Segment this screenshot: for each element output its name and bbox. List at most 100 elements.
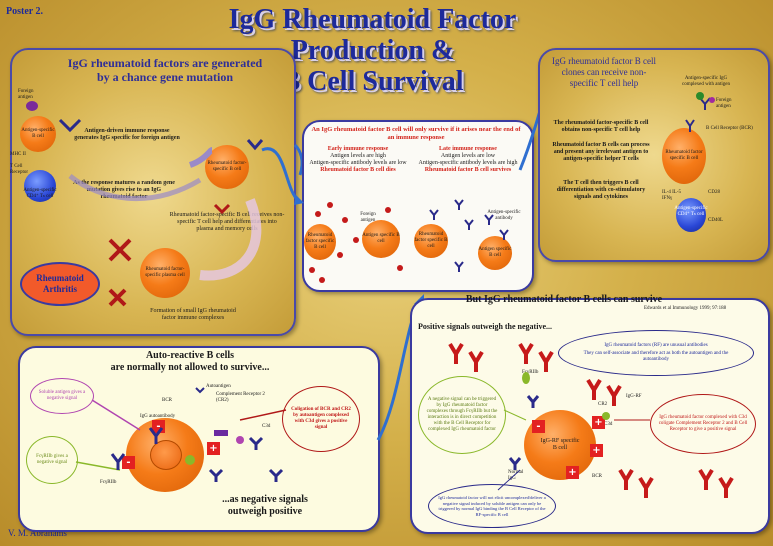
- igg-autoantibody-label: IgG autoantibody: [140, 414, 176, 419]
- early-response-result: Rheumatoid factor B cell dies: [320, 167, 396, 173]
- rf-survival-heading: But IgG rheumatoid factor B cells can su…: [465, 294, 663, 305]
- immune-response-text: Antigen-driven immune response generates…: [74, 128, 180, 141]
- antigen-specific-b-cell: Antigen-specific B cell: [20, 116, 56, 152]
- br-igg-rf-label: IgG-RF: [626, 394, 642, 399]
- br-bcr-label: BCR: [592, 474, 603, 479]
- author: V. M. Abrahams: [8, 528, 67, 538]
- title-line-1: IgG Rheumatoid Factor: [228, 4, 517, 35]
- right-rf-b-cell-label: Rheumatoid factor specific B cell: [665, 150, 703, 161]
- cd40l-label: CD40L: [708, 218, 723, 223]
- normal-igg-note-text: IgG rheumatoid factor will not elicit un…: [438, 495, 546, 517]
- autoreactive-b-cell-nucleus: [150, 440, 182, 470]
- rf-info-note-content: IgG rheumatoid factors (RF) are unusual …: [581, 343, 731, 363]
- rf-info-line-1: IgG rheumatoid factors (RF) are unusual …: [604, 343, 708, 348]
- citation: Edwards et al Immunology 1999; 97:188: [644, 306, 727, 311]
- cd4-t-cell-label: Antigen-specific CD4⁺ Tₕ cell: [23, 188, 57, 199]
- early-response-title: Early immune response: [327, 146, 389, 152]
- early-response-line-2: Antigen-specific antibody levels are low: [309, 160, 407, 166]
- middle-antigen-b-cell-2-label: Antigen specific B cell: [478, 247, 512, 258]
- right-panel-text-1: The rheumatoid factor-specific B cell ob…: [553, 120, 649, 133]
- title-line-2: Production &: [290, 35, 455, 66]
- foreign-antigen-label: Foreign antigen: [18, 89, 34, 100]
- rf-info-line-2: They can self-associate and therefore ac…: [583, 351, 729, 362]
- autoreactive-heading-line-2: are normally not allowed to survive...: [110, 362, 270, 373]
- rheumatoid-arthritis-badge: Rheumatoid Arthritis: [20, 262, 100, 306]
- right-panel-text-2: Rheumatoid factor B cells can process an…: [552, 142, 650, 162]
- poster-label: Poster 2.: [6, 6, 44, 17]
- t-cell-help-heading: IgG rheumatoid factor B cell clones can …: [552, 56, 656, 88]
- fcgr-label: FcγRIIb: [100, 480, 117, 485]
- antigen-specific-b-cell-label: Antigen-specific B cell: [21, 128, 55, 139]
- right-foreign-antigen-label: Foreign antigen: [716, 98, 732, 109]
- autoantigen-label: Autoantigen: [206, 384, 231, 389]
- middle-rf-b-cell-2-label: Rheumatoid factor specific B cell: [414, 232, 448, 249]
- early-response-block: Early immune response Antigen levels are…: [306, 146, 410, 174]
- cr2-label: Complement Receptor 2 (CR2): [216, 392, 265, 403]
- title-line-3: B Cell Survival: [281, 66, 464, 97]
- negative-outweigh-footer-1: ...as negative signals: [222, 494, 308, 505]
- br-fcgr-label: FcγRIIb: [522, 370, 539, 375]
- br-minus-icon: -: [532, 420, 545, 433]
- middle-antigen-b-cell-2: Antigen specific B cell: [478, 236, 512, 270]
- coligation-note: Coligation of BCR and CR2 by autoantigen…: [282, 386, 360, 452]
- rf-b-cell-label: Rheumatoid factor-specific B cell: [207, 161, 247, 172]
- middle-rf-b-cell-2: Rheumatoid factor specific B cell: [414, 224, 448, 258]
- foreign-antigen-icon: [26, 101, 38, 111]
- rheumatoid-arthritis-label: Rheumatoid Arthritis: [36, 273, 84, 294]
- autoreactive-heading-line-1: Auto-reactive B cells: [145, 350, 235, 361]
- plasma-cell: Rheumatoid factor-specific plasma cell: [140, 248, 190, 298]
- mhc-label: MHC II: [10, 152, 26, 157]
- soluble-antigen-note: Soluble antigen gives a negative signal: [30, 378, 94, 414]
- negative-signal-note: A negative signal can be triggered by Ig…: [418, 376, 506, 454]
- positive-outweigh-text: Positive signals outweigh the negative..…: [418, 322, 552, 331]
- cytokines-label: IL-4 IL-5 IFNγ: [662, 190, 682, 201]
- middle-antigen-b-cell-1: Antigen specific B cell: [362, 220, 400, 258]
- fcgr-negative-icon: -: [122, 456, 135, 469]
- tcr-label: T Cell Receptor: [10, 164, 29, 175]
- middle-rf-b-cell-1: Rheumatoid factor specific B cell: [304, 224, 336, 260]
- soluble-antigen-note-text: Soluble antigen gives a negative signal: [38, 390, 86, 401]
- t-cell-help-panel: [538, 48, 770, 262]
- negative-outweigh-footer-2: outweigh positive: [227, 506, 303, 517]
- immune-complexes-text: Formation of small IgG rheumatoid factor…: [150, 308, 236, 321]
- fcgr-note-text: FcγRIIb gives a negative signal: [36, 454, 68, 465]
- middle-rf-b-cell-1-label: Rheumatoid factor specific B cell: [305, 233, 335, 250]
- br-c3d-label: C3d: [604, 422, 613, 427]
- c3d-label: C3d: [262, 424, 271, 429]
- igg-rf-b-cell-label: IgG-RF specific B cell: [540, 438, 580, 451]
- normal-igg-label: Normal IgG: [508, 470, 524, 481]
- fcgr-note: FcγRIIb gives a negative signal: [26, 436, 78, 484]
- right-rf-b-cell: Rheumatoid factor specific B cell: [662, 128, 706, 184]
- late-response-line-2: Antigen-specific antibody levels are hig…: [418, 160, 518, 166]
- middle-antigen-b-cell-1-label: Antigen specific B cell: [362, 233, 400, 244]
- right-bcr-label: B Cell Receptor (BCR): [706, 126, 753, 131]
- right-cd4-t-cell-label: Antigen-specific CD4⁺ Tₕ cell: [674, 206, 708, 217]
- antigen-specific-antibody-label: Antigen-specific antibody: [487, 210, 521, 221]
- positive-signal-icon: +: [207, 442, 220, 455]
- middle-foreign-antigen-label: Foreign antigen: [360, 212, 376, 223]
- bcr-label: BCR: [162, 398, 173, 403]
- normal-igg-note: IgG rheumatoid factor will not elicit un…: [428, 484, 556, 528]
- late-response-title: Late immune response: [439, 146, 497, 152]
- late-response-result: Rheumatoid factor B cell survives: [424, 167, 512, 173]
- complex-positive-note: IgG rheumatoid factor complexed with C3d…: [650, 394, 756, 454]
- gene-mutation-heading: IgG rheumatoid factors are generated by …: [67, 56, 263, 84]
- early-response-line-1: Antigen levels are high: [330, 153, 386, 159]
- br-plus-icon-3: +: [566, 466, 579, 479]
- late-response-line-1: Antigen levels are low: [440, 153, 496, 159]
- autoreactive-heading: Auto-reactive B cells are normally not a…: [90, 350, 290, 374]
- negative-signal-note-text: A negative signal can be triggered by Ig…: [426, 397, 498, 432]
- t-cell-help-text: Rheumatoid factor-specific B cell receiv…: [169, 212, 285, 232]
- br-cr2-label: CR2: [598, 402, 608, 407]
- negative-outweigh-footer: ...as negative signals outweigh positive: [210, 494, 320, 518]
- right-panel-text-3: The T cell then triggers B cell differen…: [556, 180, 646, 200]
- coligation-note-text: Coligation of BCR and CR2 by autoantigen…: [291, 407, 351, 430]
- cd28-label: CD28: [708, 190, 720, 195]
- survival-timing-headline: An IgG rheumatoid factor B cell will onl…: [311, 126, 521, 141]
- complex-positive-note-text: IgG rheumatoid factor complexed with C3d…: [658, 415, 748, 432]
